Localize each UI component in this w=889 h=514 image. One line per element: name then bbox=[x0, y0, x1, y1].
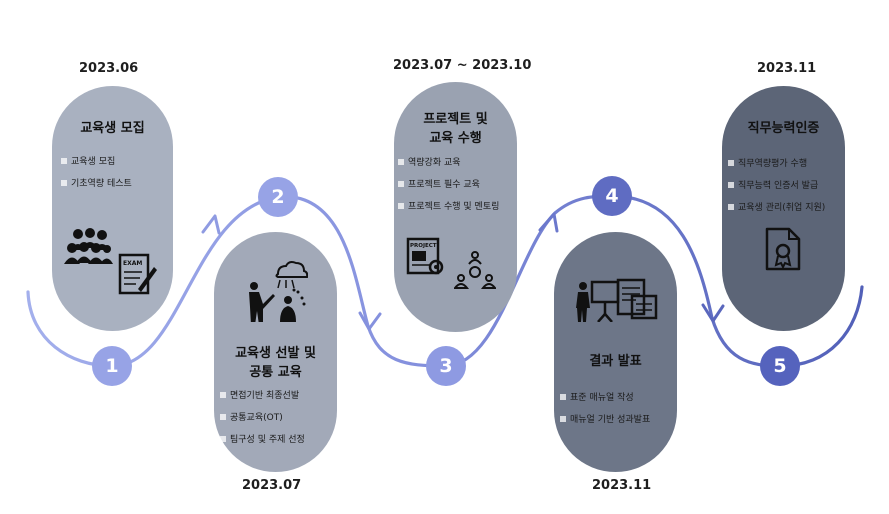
list-item: 팀구성 및 주제 선정 bbox=[220, 429, 305, 451]
step1-number: 1 bbox=[92, 346, 132, 386]
list-item: 기초역량 테스트 bbox=[61, 173, 132, 195]
arrowhead-4 bbox=[701, 303, 725, 323]
list-item: 교육생 모집 bbox=[61, 151, 132, 173]
list-item: 직무능력 인증서 발급 bbox=[728, 175, 825, 197]
step4-date: 2023.11 bbox=[592, 478, 652, 493]
project-label: PROJECT bbox=[410, 243, 437, 249]
step1-title: 교육생 모집 bbox=[80, 121, 145, 136]
list-item: 프로젝트 수행 및 멘토링 bbox=[398, 196, 499, 218]
step3-date: 2023.07 ~ 2023.10 bbox=[393, 58, 532, 73]
step4-title: 결과 발표 bbox=[589, 354, 642, 369]
step4-list: 표준 매뉴얼 작성 매뉴얼 기반 성과발표 bbox=[560, 387, 650, 431]
step5-title: 직무능력인증 bbox=[747, 121, 820, 136]
step3-number: 3 bbox=[426, 346, 466, 386]
list-item: 표준 매뉴얼 작성 bbox=[560, 387, 650, 409]
arrowhead-1 bbox=[201, 214, 221, 235]
arrowhead-2 bbox=[358, 311, 382, 331]
step3-card: 프로젝트 및 교육 수행 역량강화 교육 프로젝트 필수 교육 프로젝트 수행 … bbox=[394, 82, 517, 332]
presenter-cloud-icon bbox=[249, 261, 308, 322]
step2-date: 2023.07 bbox=[242, 478, 302, 493]
team-network-icon bbox=[454, 251, 496, 289]
step2-title-line1: 교육생 선발 및 bbox=[235, 346, 316, 361]
presentation-board-icon bbox=[576, 278, 658, 322]
list-item: 직무역량평가 수행 bbox=[728, 153, 825, 175]
step4-number: 4 bbox=[592, 176, 632, 216]
exam-paper-icon: EXAM bbox=[118, 253, 157, 295]
step3-list: 역량강화 교육 프로젝트 필수 교육 프로젝트 수행 및 멘토링 bbox=[398, 152, 499, 218]
step3-title-line2: 교육 수행 bbox=[429, 131, 482, 146]
step1-list: 교육생 모집 기초역량 테스트 bbox=[61, 151, 132, 195]
list-item: 면접기반 최종선발 bbox=[220, 385, 305, 407]
step3-title-line1: 프로젝트 및 bbox=[423, 112, 488, 127]
list-item: 공통교육(OT) bbox=[220, 407, 305, 429]
step1-card: 교육생 모집 교육생 모집 기초역량 테스트 EXAM bbox=[52, 86, 173, 331]
step2-list: 면접기반 최종선발 공통교육(OT) 팀구성 및 주제 선정 bbox=[220, 385, 305, 451]
step5-number: 5 bbox=[760, 346, 800, 386]
step5-card: 직무능력인증 직무역량평가 수행 직무능력 인증서 발급 교육생 관리(취업 지… bbox=[722, 86, 845, 331]
step5-list: 직무역량평가 수행 직무능력 인증서 발급 교육생 관리(취업 지원) bbox=[728, 153, 825, 219]
list-item: 프로젝트 필수 교육 bbox=[398, 174, 499, 196]
list-item: 매뉴얼 기반 성과발표 bbox=[560, 409, 650, 431]
list-item: 교육생 관리(취업 지원) bbox=[728, 197, 825, 219]
step2-title-line2: 공통 교육 bbox=[249, 365, 302, 380]
project-document-icon: PROJECT bbox=[406, 237, 444, 275]
step5-date: 2023.11 bbox=[757, 61, 817, 76]
step2-number: 2 bbox=[258, 177, 298, 217]
step4-card: 결과 발표 표준 매뉴얼 작성 매뉴얼 기반 성과발표 bbox=[554, 232, 677, 472]
step2-card: 교육생 선발 및 공통 교육 면접기반 최종선발 공통교육(OT) 팀구성 및 … bbox=[214, 232, 337, 472]
certificate-icon bbox=[765, 227, 801, 271]
step1-date: 2023.06 bbox=[79, 61, 139, 76]
list-item: 역량강화 교육 bbox=[398, 152, 499, 174]
arrowhead-3 bbox=[538, 212, 559, 233]
exam-label: EXAM bbox=[123, 260, 142, 267]
people-group-icon bbox=[64, 228, 113, 264]
